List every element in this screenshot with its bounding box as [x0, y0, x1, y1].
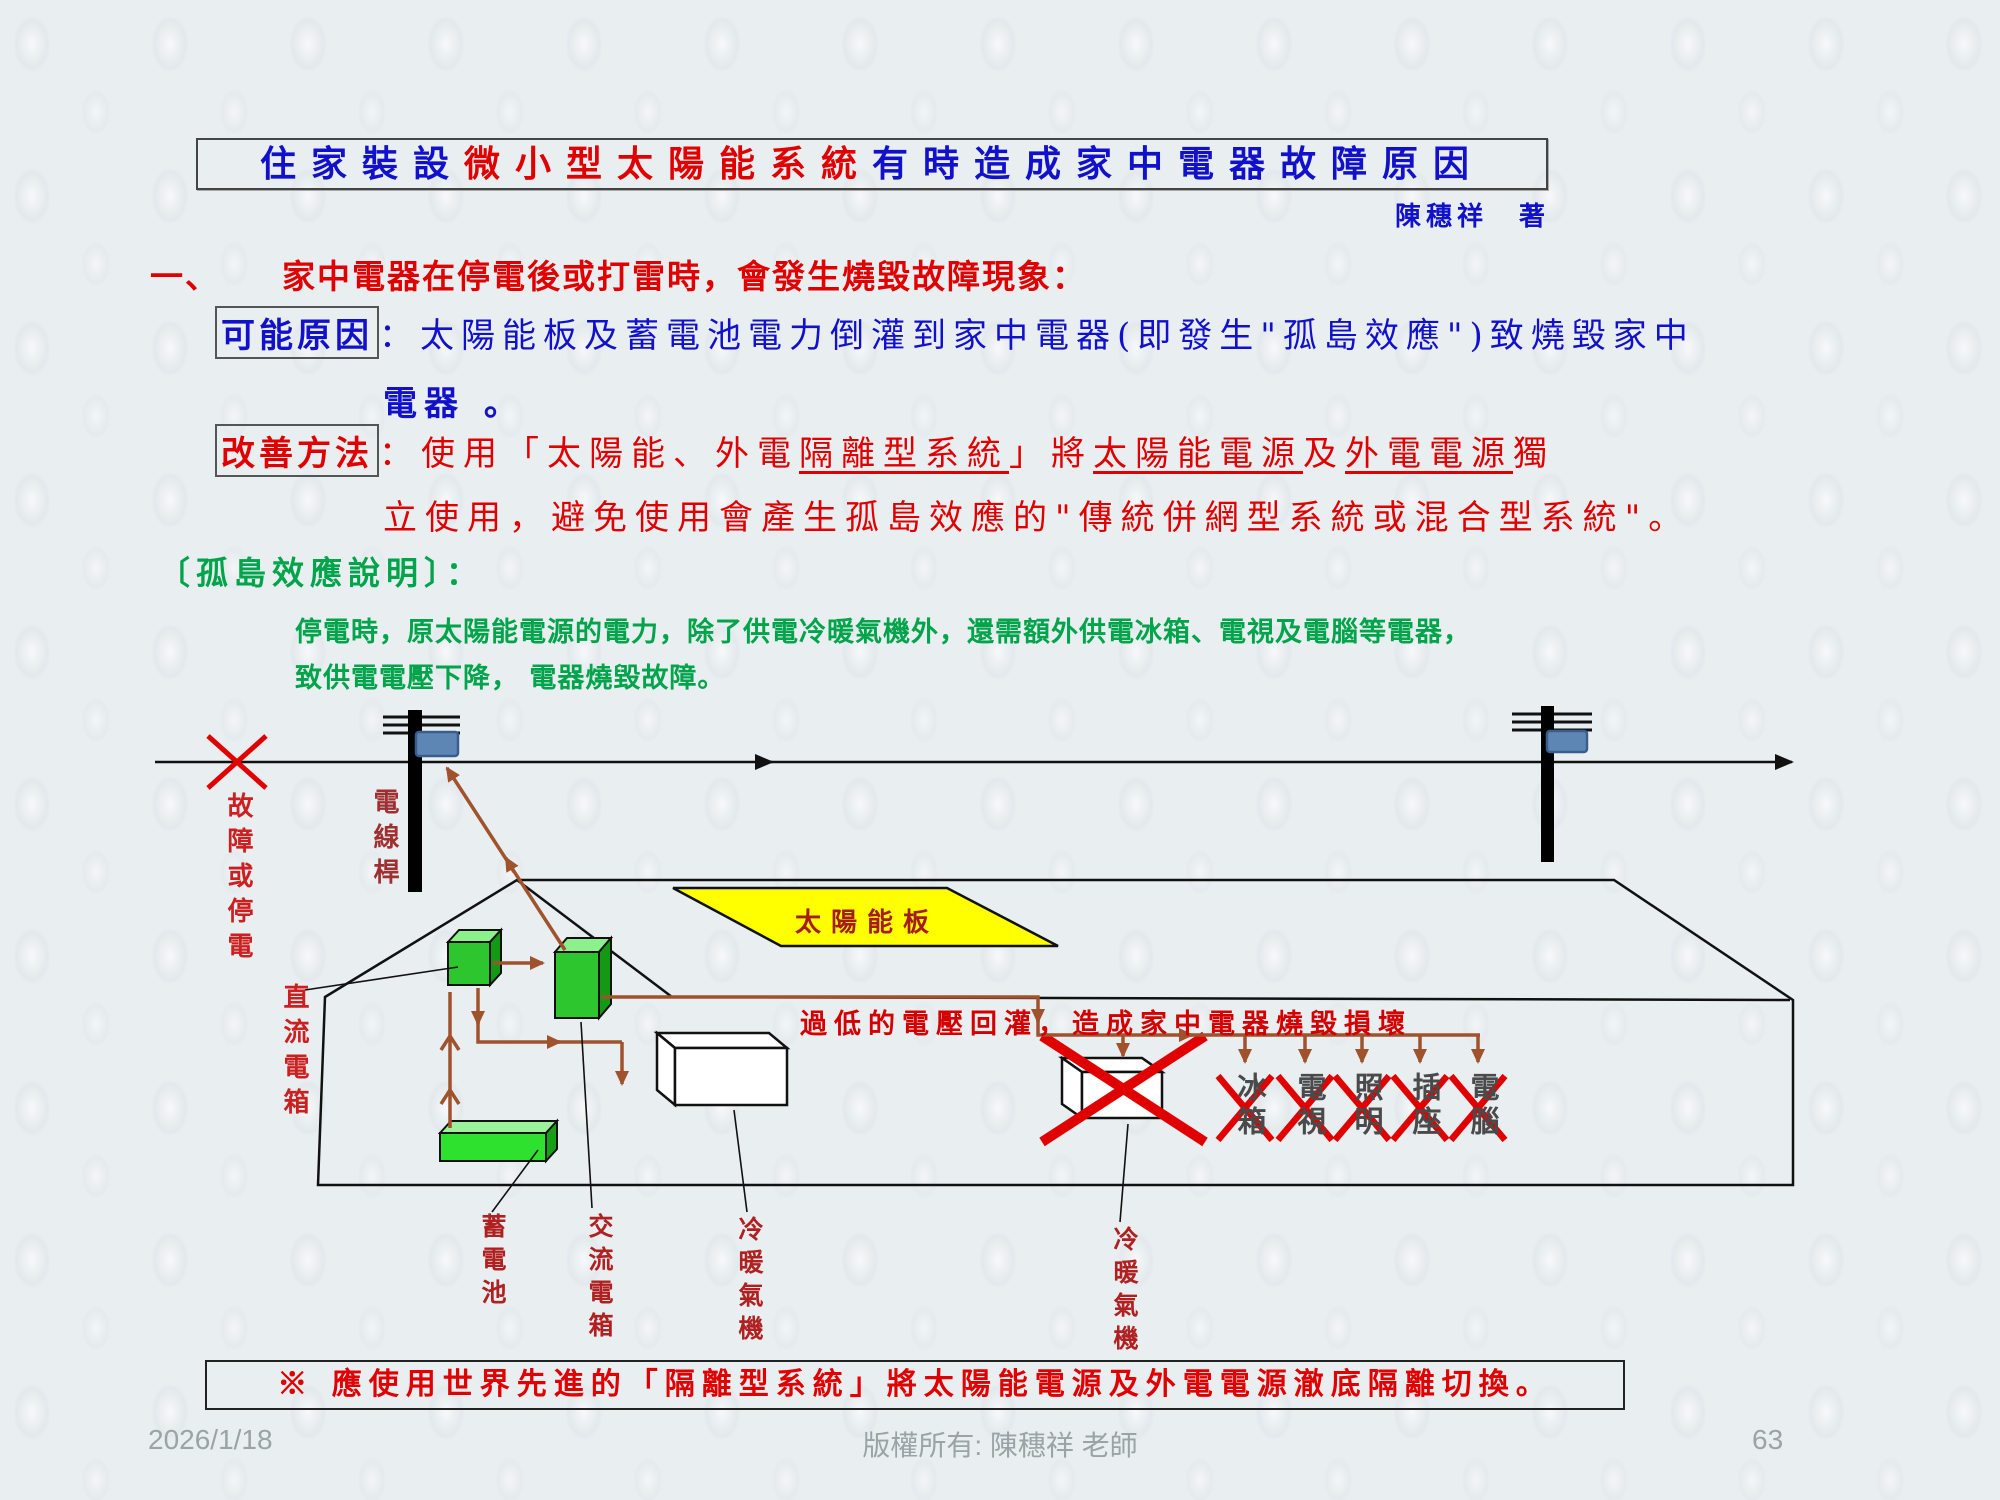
cause-text: ：太陽能板及蓄電池電力倒灌到家中電器(即發生"孤島效應")致燒毀家中	[379, 316, 1695, 356]
fix-underline2: 太陽能電源	[1093, 434, 1303, 474]
cause-line2: 電器 。	[383, 384, 525, 424]
pole-label: 電線桿	[369, 788, 399, 893]
aircon1-label: 冷暖氣機	[735, 1216, 764, 1348]
island-effect-title: 〔孤島效應說明〕：	[158, 554, 485, 592]
backflow-warning-text: 過低的電壓回灌，造成家中電器燒毀損壞	[800, 1009, 1412, 1040]
aircon2-label: 冷暖氣機	[1110, 1226, 1139, 1358]
footer-date: 2026/1/18	[148, 1424, 273, 1455]
fix-underline1: 隔離型系統	[799, 434, 1009, 474]
dc-box	[445, 927, 504, 988]
fix-line2: 立使用，避免使用會產生孤島效應的"傳統併網型系統或混合型系統"。	[383, 498, 1691, 538]
fix-line: 改善方法：使用「太陽能、外電隔離型系統」將太陽能電源及外電電源獨	[215, 424, 1555, 477]
point1-text: 家中電器在停電後或打雷時，會發生燒毀故障現象：	[282, 257, 1087, 296]
island-line1: 停電時，原太陽能電源的電力，除了供電冷暖氣機外，還需額外供電冰箱、電視及電腦等電…	[295, 617, 1471, 648]
cause-line: 可能原因：太陽能板及蓄電池電力倒灌到家中電器(即發生"孤島效應")致燒毀家中	[215, 306, 1695, 359]
point1-heading: 一、 家中電器在停電後或打雷時，會發生燒毀故障現象：	[150, 250, 1087, 298]
bottom-banner: ※ 應使用世界先進的「隔離型系統」將太陽能電源及外電電源澈底隔離切換。	[205, 1360, 1625, 1410]
title-part1: 住家裝設	[259, 143, 464, 185]
appliance-tv: 電視	[1293, 1072, 1327, 1140]
title-part2: 微小型太陽能系統	[463, 143, 872, 185]
footer-copyright: 版權所有: 陳穗祥 老師	[862, 1430, 1138, 1461]
ac-box-label: 交流電箱	[585, 1213, 614, 1345]
dc-box-label: 直流電箱	[279, 983, 309, 1123]
battery	[437, 1118, 560, 1164]
transformer-left	[414, 730, 460, 758]
fix-label: 改善方法	[215, 424, 379, 477]
fix-mid1: 」將	[1009, 434, 1093, 474]
fix-end: 獨	[1513, 434, 1555, 474]
solar-panel-label: 太陽能板	[795, 908, 940, 938]
island-line2: 致供電電壓下降， 電器燒毀故障。	[295, 663, 726, 694]
appliance-outlet: 插座	[1408, 1072, 1442, 1140]
utility-pole-right	[1512, 706, 1592, 862]
fix-mid2: 及	[1303, 434, 1345, 474]
author: 陳穗祥 著	[1394, 202, 1550, 232]
cause-label: 可能原因	[215, 306, 379, 359]
ac-box	[552, 935, 614, 1021]
aircon-2	[1058, 1055, 1166, 1121]
appliance-computer: 電腦	[1466, 1072, 1500, 1140]
fix-underline3: 外電電源	[1345, 434, 1513, 474]
slide-title: 住家裝設微小型太陽能系統有時造成家中電器故障原因	[196, 138, 1548, 190]
appliance-fridge: 冰箱	[1233, 1072, 1267, 1140]
aircon-1	[653, 1030, 791, 1108]
battery-label: 蓄電池	[478, 1213, 507, 1312]
point1-number: 一、	[150, 257, 220, 296]
transformer-right	[1545, 729, 1589, 754]
fault-label: 故障或停電	[223, 792, 253, 967]
fix-pre: ：使用「太陽能、外電	[379, 434, 799, 474]
title-part3: 有時造成家中電器故障原因	[872, 143, 1485, 185]
fault-x-icon	[206, 734, 268, 790]
aircon-2-x-icon	[1039, 1031, 1208, 1147]
appliance-lighting: 照明	[1350, 1072, 1384, 1140]
footer-page-number: 63	[1752, 1424, 1784, 1455]
